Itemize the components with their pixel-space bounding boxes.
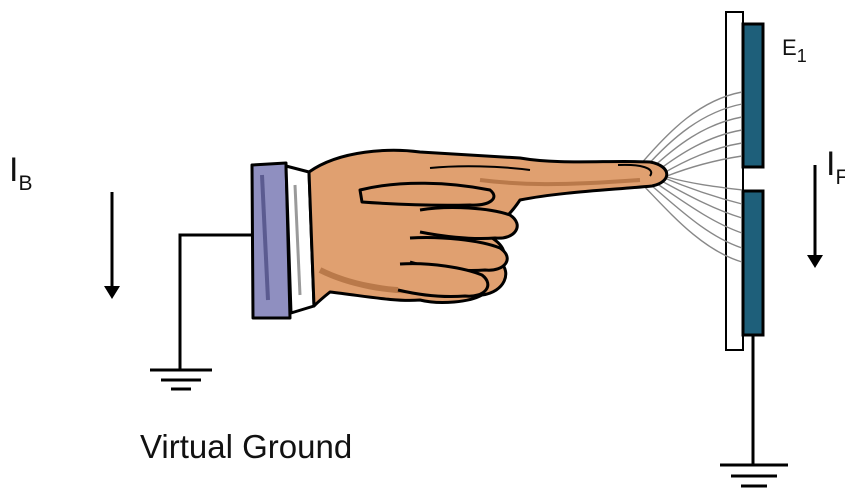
ground-symbol-left xyxy=(150,368,212,391)
electrode-subscript: 1 xyxy=(796,46,807,66)
dielectric-panel xyxy=(725,11,744,351)
electrode-upper xyxy=(741,22,765,169)
body-current-symbol: I xyxy=(9,151,19,189)
field-lines xyxy=(639,91,743,263)
ground-symbol-right xyxy=(720,463,788,488)
electrode-symbol: E xyxy=(782,35,797,60)
electrode-label: E1 xyxy=(782,35,807,66)
sleeve xyxy=(250,161,292,320)
virtual-ground-label: Virtual Ground xyxy=(140,428,353,465)
body-current-label: IB xyxy=(9,151,32,194)
body-current-subscript: B xyxy=(18,172,33,195)
electrode-lower xyxy=(741,189,765,337)
finger-current-arrow xyxy=(807,165,823,268)
pointing-hand-icon xyxy=(250,148,669,320)
body-current-arrow xyxy=(104,192,120,299)
finger-current-subscript: F xyxy=(835,166,845,189)
finger-current-symbol: I xyxy=(826,145,836,183)
virtual-ground-wire xyxy=(178,233,262,370)
finger-current-label: IF xyxy=(826,145,845,188)
